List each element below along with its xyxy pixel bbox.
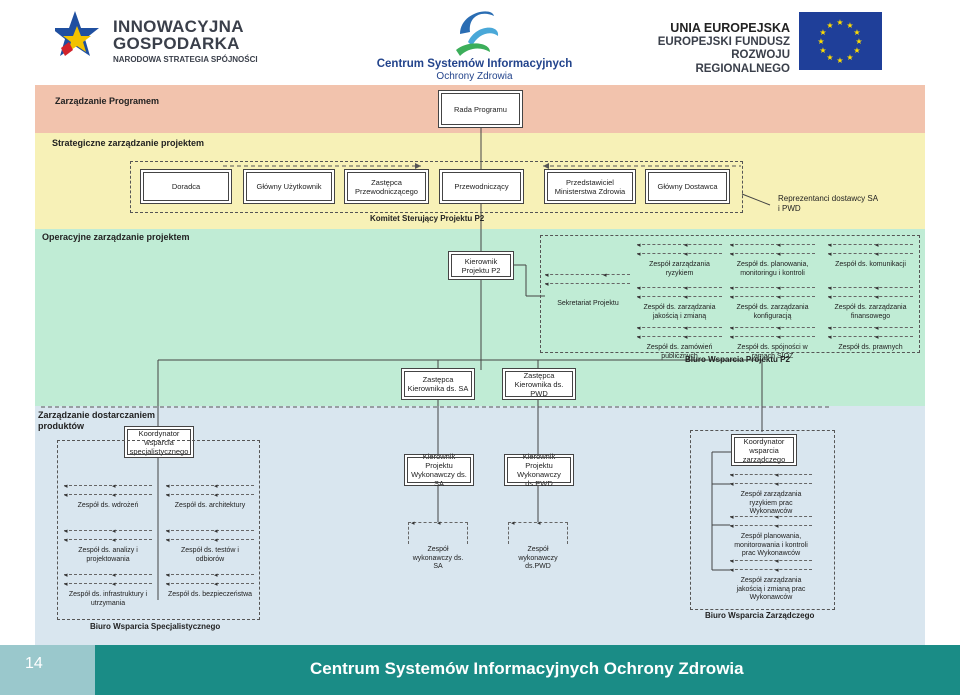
team-lines: ◂◂◂◂ [730,558,812,578]
eu-flag-icon: ★★★★ ★★★★ ★★★★ [799,12,882,70]
csioz-swirl-icon [456,11,499,56]
team-lines: ◂◂◂◂ [64,528,152,548]
team-label: Zespół ds. testów i odbiorów [181,547,239,563]
band-label-strategic: Strategiczne zarządzanie projektem [52,138,205,148]
svg-text:★: ★ [819,28,826,37]
sekretariat-stack: ◂◂ ◂ [545,272,630,292]
kierownik-projektu-p2: Kierownik Projektu P2 [448,251,514,280]
team-label: Zespół ds. zarządzania jakością i zmianą [643,304,716,320]
team-lines: ◂◂◂◂ [730,325,815,345]
team-label: Zespół ds. planowania, monitoringu i kon… [736,261,809,277]
team-label: Zespół ds. zamówień publicznych [646,344,713,360]
koordynator-wsparcia-zarzadczego: Koordynator wsparcia zarządczego [731,434,797,466]
koordynator-wsparcia-specjalistycznego: Koordynator wsparcia specjalistycznego [124,426,194,458]
band-label-operational: Operacyjne zarządzanie projektem [42,232,190,242]
svg-text:★: ★ [853,28,860,37]
svg-text:★: ★ [836,56,843,65]
biuro-spec-label: Biuro Wsparcia Specjalistycznego [90,622,221,631]
svg-text:★: ★ [819,46,826,55]
zastepca-kierownika-sa: Zastępca Kierownika ds. SA [401,368,475,400]
team-label: Zespół ds. spójności w ramach SIOZ [737,344,808,360]
team-lines: ◂◂◂◂ [730,472,812,492]
rada-programu: Rada Programu [438,90,523,128]
team-label: Zespół ds. komunikacji [835,261,906,268]
team-lines: ◂◂◂◂ [828,285,913,305]
team-label: Zespół ds. bezpieczeństwa [167,591,253,598]
glowny-uzytkownik: Główny Użytkownik [243,169,335,204]
biuro-p2-label: Biuro Wsparcia Projektu P2 [685,355,790,364]
csioz-logo: Centrum Systemów Informacyjnych Ochrony … [372,2,577,82]
komitet-sterujacy-group [130,161,743,213]
przewodniczacy: Przewodniczący [439,169,524,204]
team-label: Zespół zarządzania ryzykiem prac Wykonaw… [740,491,802,515]
reprezentanci-label: Reprezentanci dostawcy SA i PWD [778,194,878,213]
kierownik-wykonawczy-sa: Kierownik Projektu Wykonawczy ds. SA [404,452,474,488]
biuro-wsparcia-zarz-group [690,430,835,610]
team-label: Zespół zarządzania jakością i zmianą pra… [736,577,806,601]
team-lines: ◂◂◂◂ [730,242,815,262]
svg-text:★: ★ [836,18,843,27]
team-lines: ◂◂◂◂ [166,528,254,548]
team-label: Zespół ds. prawnych [838,344,903,351]
svg-text:★: ★ [826,21,833,30]
team-lines: ◂◂◂◂ [64,483,152,503]
team-label: Zespół ds. wdrożeń [77,502,139,509]
sekretariat-label: Sekretariat Projektu [557,300,619,307]
team-lines: ◂◂◂◂ [828,242,913,262]
team-lines: ◂◂◂◂ [637,325,722,345]
svg-text:★: ★ [826,53,833,62]
team-lines: ◂◂◂◂ [166,483,254,503]
komitet-label: Komitet Sterujący Projektu P2 [370,214,485,223]
ig-star-icon [51,11,99,68]
team-label: Zespół planowania, monitorowania i kontr… [734,533,808,557]
team-lines: ◂◂◂◂ [828,325,913,345]
wykonawczy-sa-stack: ◂◂ [408,520,468,544]
team-label: Zespół ds. analizy i projektowania [78,547,138,563]
team-label: Zespół ds. infrastruktury i utrzymania [68,591,148,607]
team-lines: ◂◂◂◂ [64,572,152,592]
footer-title: Centrum Systemów Informacyjnych Ochrony … [310,659,744,678]
svg-text:★: ★ [846,53,853,62]
zastepca-kierownika-pwd: Zastępca Kierownika ds. PWD [502,368,576,400]
page-number: 14 [0,645,95,695]
biuro-wsparcia-p2-group [540,235,920,353]
eu-logo: UNIA EUROPEJSKA EUROPEJSKI FUNDUSZ ROZWO… [640,12,885,75]
przedstawiciel-mz: Przedstawiciel Ministerstwa Zdrowia [544,169,636,204]
team-label: Zespół ds. zarządzania konfiguracją [736,304,809,320]
svg-text:★: ★ [855,37,862,46]
band-label-program: Zarządzanie Programem [55,96,160,106]
team-lines: ◂◂◂◂ [730,285,815,305]
team-label: Zespół ds. architektury [174,502,246,509]
zastepca-przewodniczacego: Zastępca Przewodniczącego [344,169,429,204]
team-lines: ◂◂◂◂ [637,242,722,262]
glowny-dostawca: Główny Dostawca [645,169,730,204]
doradca: Doradca [140,169,232,204]
footer-bar [0,645,960,695]
team-label: Zespół ds. zarządzania finansowego [834,304,907,320]
svg-text:★: ★ [846,21,853,30]
team-lines: ◂◂◂◂ [637,285,722,305]
svg-text:★: ★ [817,37,824,46]
kierownik-wykonawczy-pwd: Kierownik Projektu Wykonawczy ds.PWD [504,452,574,488]
wykonawczy-pwd-label: Zespół wykonawczy ds.PWD [518,546,558,570]
team-lines: ◂◂◂◂ [166,572,254,592]
team-label: Zespół zarządzania ryzykiem [649,261,710,277]
biuro-wsparcia-spec-group [57,440,260,620]
wykonawczy-pwd-stack: ◂◂ [508,520,568,544]
band-label-delivery: Zarządzanie dostarczaniem produktów [38,410,156,431]
wykonawczy-sa-label: Zespół wykonawczy ds. SA [412,546,464,570]
svg-text:★: ★ [853,46,860,55]
team-lines: ◂◂◂◂ [730,514,812,534]
biuro-zarz-label: Biuro Wsparcia Zarządczego [705,611,815,620]
